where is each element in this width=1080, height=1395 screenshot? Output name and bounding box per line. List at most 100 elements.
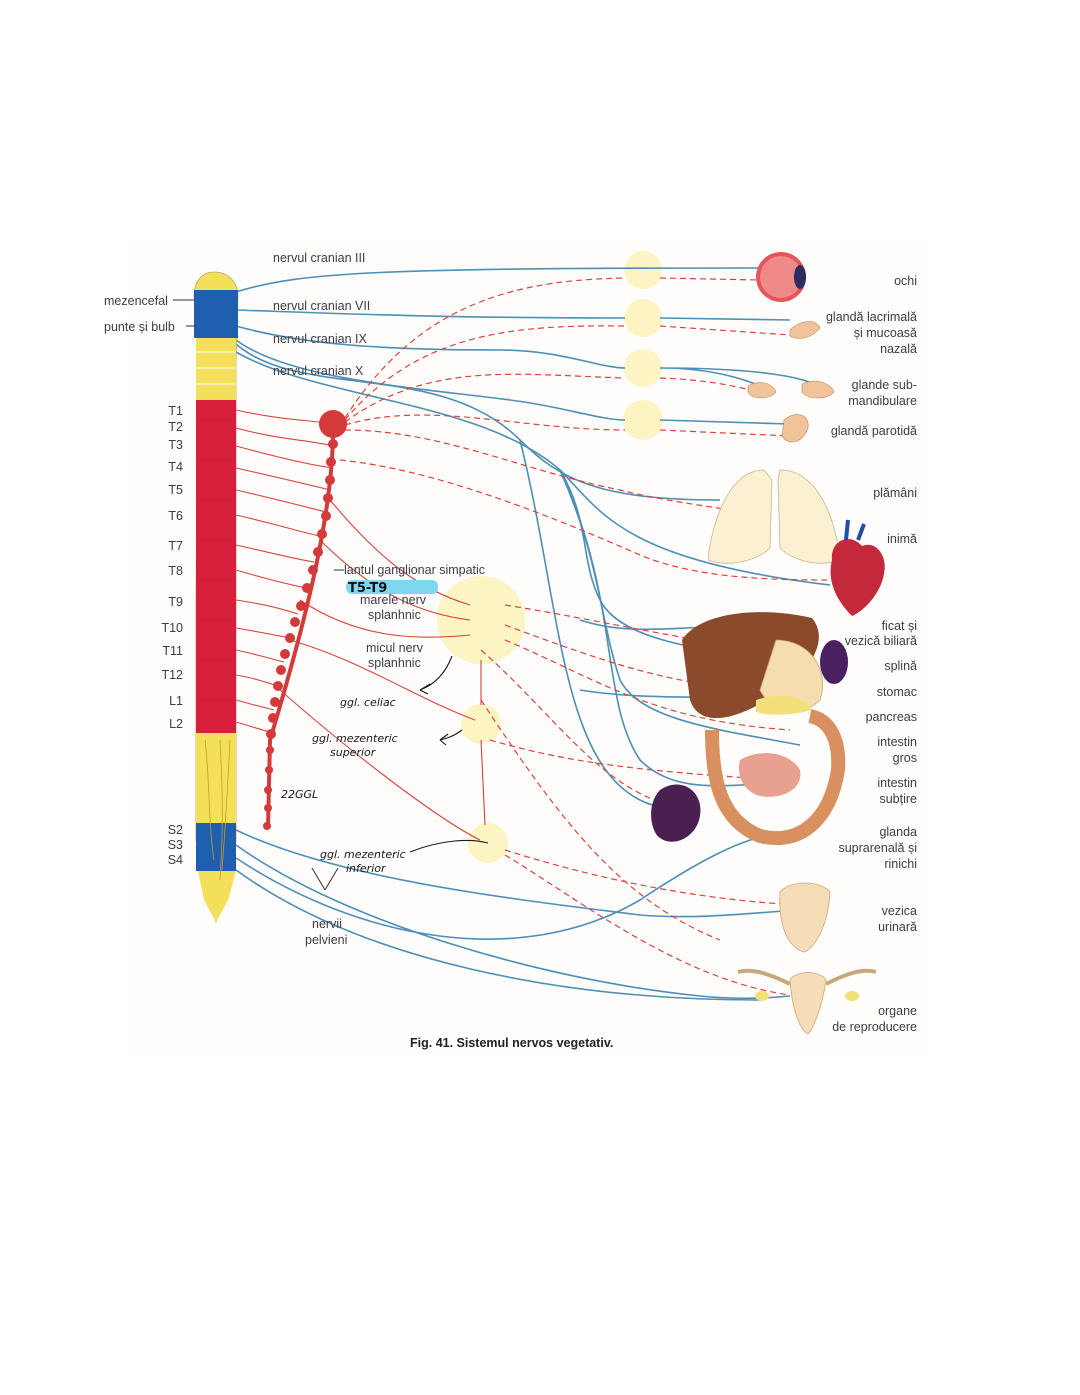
label-submandibulare-2: mandibulare xyxy=(848,394,917,408)
label-micul-nerv: micul nerv xyxy=(366,641,424,655)
heart-illustration xyxy=(830,519,885,616)
chain-ganglion-cervical xyxy=(319,410,347,438)
figure-caption: Fig. 41. Sistemul nervos vegetativ. xyxy=(410,1036,613,1050)
chain-ganglion xyxy=(323,493,333,503)
submandibular-gland-left xyxy=(747,382,777,399)
spinal-cord xyxy=(193,271,239,924)
annotation-mezenteric-inferior-2: inferior xyxy=(346,862,387,875)
label-pancreas: pancreas xyxy=(866,710,917,724)
spleen-illustration xyxy=(820,640,848,684)
organ-labels: ochi glandă lacrimală și mucoasă nazală … xyxy=(826,274,917,1034)
label-marele-nerv: marele nerv xyxy=(360,593,427,607)
chain-ganglion xyxy=(263,822,271,830)
label-cranial-x: nervul cranian X xyxy=(273,364,364,378)
label-inima: inimă xyxy=(887,532,917,546)
label-cranial-vii: nervul cranian VII xyxy=(273,299,370,313)
label-plamani: plămâni xyxy=(873,486,917,500)
chain-ganglion xyxy=(268,713,278,723)
chain-ganglion xyxy=(264,786,272,794)
leader-lines xyxy=(173,299,344,891)
parotid-gland-illustration xyxy=(781,414,809,443)
middle-labels: lantul ganglionar simpatic T5-T9 marele … xyxy=(344,563,485,670)
digestive-organs-illustration xyxy=(682,612,848,846)
chain-ganglion xyxy=(328,439,338,449)
segment-label-l2: L2 xyxy=(169,717,183,731)
label-punte-bulb: punte și bulb xyxy=(104,320,175,334)
label-marele-splanhnic: splanhnic xyxy=(368,608,421,622)
label-splina: splină xyxy=(884,659,917,673)
lacrimal-gland-illustration xyxy=(789,321,821,339)
segment-label-t11: T11 xyxy=(162,644,183,658)
chain-ganglion xyxy=(285,633,295,643)
chain-ganglion xyxy=(325,475,335,485)
label-suprarenala-3: rinichi xyxy=(884,857,917,871)
label-lacrimala-2: și mucoasă xyxy=(854,326,917,340)
chain-ganglion xyxy=(317,529,327,539)
label-intestin-gros-1: intestin xyxy=(877,735,917,749)
segment-label-t12: T12 xyxy=(161,668,183,682)
label-micul-splanhnic: splanhnic xyxy=(368,656,421,670)
segment-label-t2: T2 xyxy=(168,420,183,434)
label-ochi: ochi xyxy=(894,274,917,288)
bladder-illustration xyxy=(779,882,831,953)
annotation-mezenteric-superior-1: ggl. mezenteric xyxy=(312,732,398,745)
segment-label-s4: S4 xyxy=(168,853,183,867)
label-intestin-subtire-2: subțire xyxy=(879,792,917,806)
annotation-22ggl: 22GGL xyxy=(281,788,318,801)
label-lacrimala-1: glandă lacrimală xyxy=(826,310,917,324)
kidney-illustration xyxy=(651,784,701,842)
ganglion-otic xyxy=(624,349,662,387)
segment-label-t3: T3 xyxy=(168,438,183,452)
segment-label-t4: T4 xyxy=(168,460,183,474)
submandibular-gland-right xyxy=(801,380,835,399)
sympathetic-pathways xyxy=(339,277,841,996)
segment-label-t6: T6 xyxy=(168,509,183,523)
label-parotida: glandă parotidă xyxy=(831,424,917,438)
segment-label-l1: L1 xyxy=(169,694,183,708)
chain-ganglion xyxy=(302,583,312,593)
chain-ganglion xyxy=(321,511,331,521)
spinal-roots xyxy=(235,409,486,841)
cranial-nerve-labels: nervul cranian III nervul cranian VII ne… xyxy=(273,251,370,378)
label-mezencefal: mezencefal xyxy=(104,294,168,308)
chain-ganglion xyxy=(266,729,276,739)
label-reproducere-1: organe xyxy=(878,1004,917,1018)
annotation-mezenteric-inferior-1: ggl. mezenteric xyxy=(320,848,406,861)
annotation-ggl-celiac: ggl. celiac xyxy=(340,696,396,709)
small-intestine-illustration xyxy=(738,753,801,797)
label-nervii: nervii xyxy=(312,917,342,931)
segment-label-t8: T8 xyxy=(168,564,183,578)
label-intestin-subtire-1: intestin xyxy=(877,776,917,790)
label-suprarenala-2: suprarenală și xyxy=(838,841,917,855)
label-intestin-gros-2: gros xyxy=(893,751,917,765)
chain-ganglion xyxy=(266,746,274,754)
ganglion-pterygopalatine xyxy=(624,299,662,337)
reproductive-organs-illustration xyxy=(737,968,877,1035)
segment-label-s3: S3 xyxy=(168,838,183,852)
organ-illustrations xyxy=(651,252,885,1035)
chain-ganglion xyxy=(276,665,286,675)
ganglion-celiac xyxy=(437,576,525,664)
segment-label-s2: S2 xyxy=(168,823,183,837)
label-vezica-1: vezica xyxy=(882,904,917,918)
label-vezica-2: urinară xyxy=(878,920,917,934)
large-intestine-illustration xyxy=(705,709,846,846)
segment-label-t10: T10 xyxy=(161,621,183,635)
chain-ganglion xyxy=(313,547,323,557)
label-lant-ganglionar: lantul ganglionar simpatic xyxy=(344,563,485,577)
annotation-t5-t9: T5-T9 xyxy=(348,581,387,596)
chain-ganglion xyxy=(308,565,318,575)
label-lacrimala-3: nazală xyxy=(880,342,917,356)
ganglion-submandibular xyxy=(623,400,663,440)
chain-ganglion xyxy=(270,697,280,707)
lungs-illustration xyxy=(707,469,841,564)
label-pelvieni: pelvieni xyxy=(305,933,347,947)
label-reproducere-2: de reproducere xyxy=(832,1020,917,1034)
highlight-t5t9 xyxy=(346,580,438,594)
sympathetic-chain xyxy=(263,410,347,830)
chain-ganglion xyxy=(290,617,300,627)
label-ficat-1: ficat și xyxy=(882,619,917,633)
